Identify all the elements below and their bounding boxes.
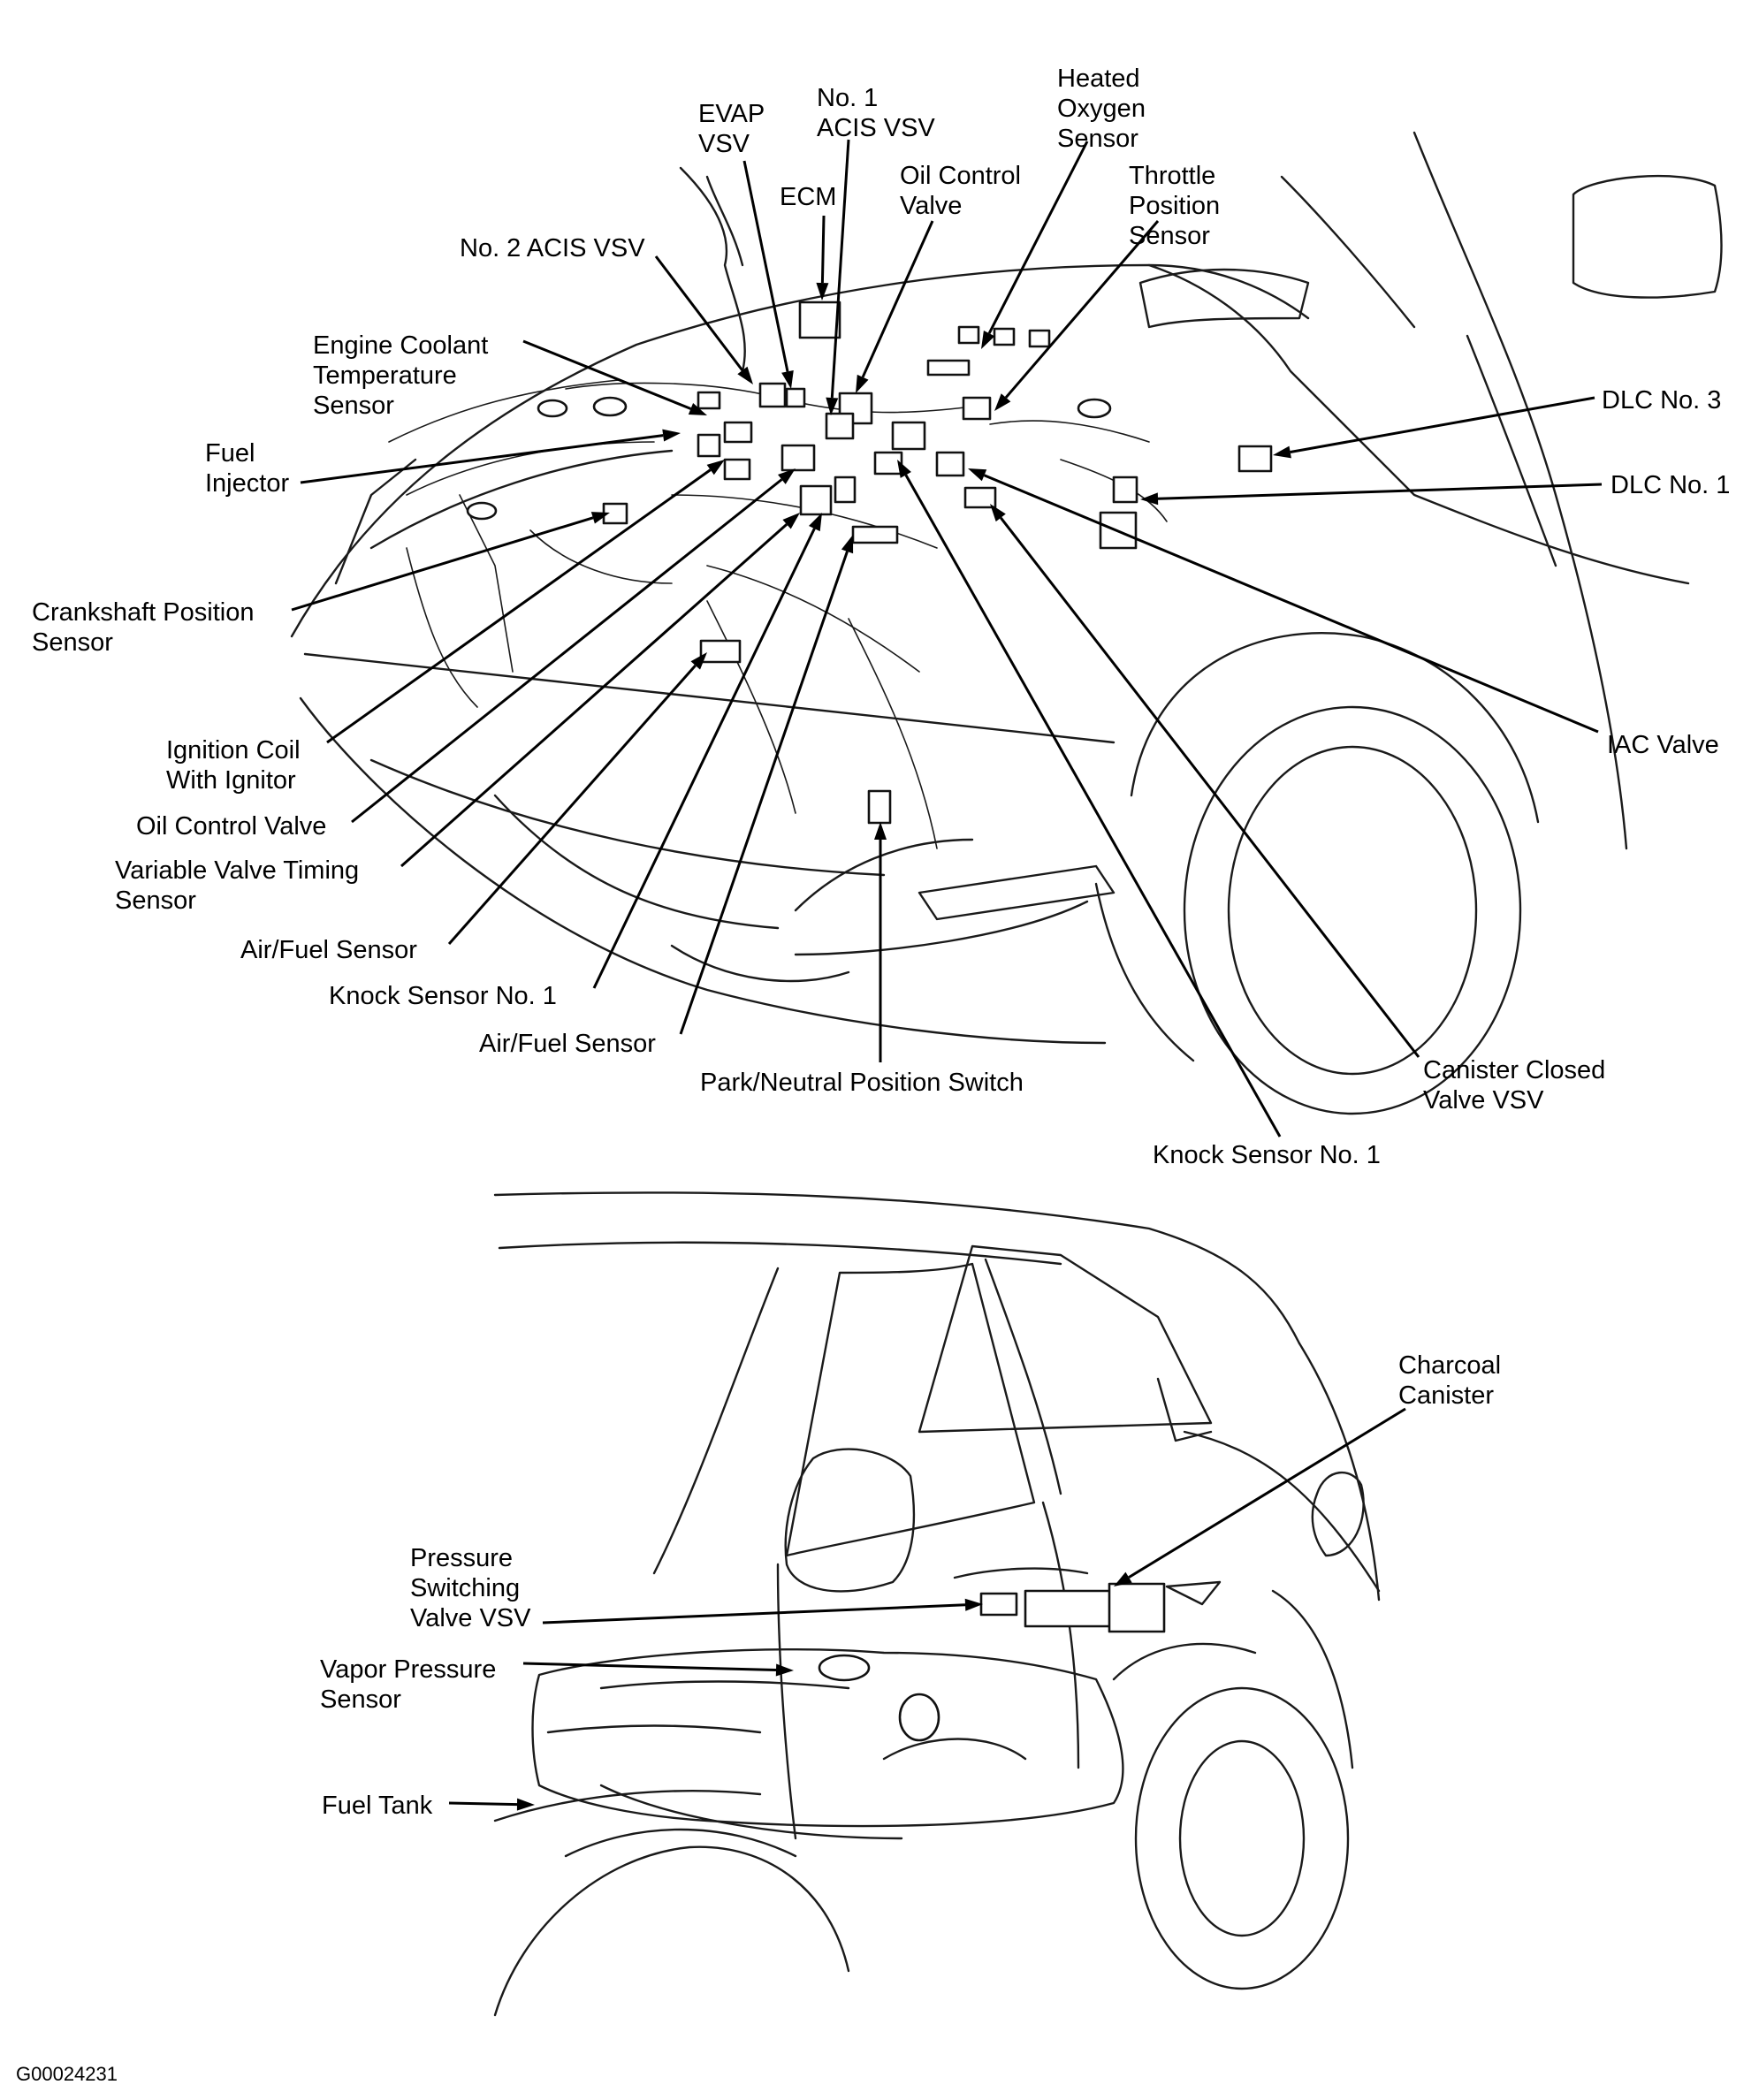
leader-crankshaft-sensor [291,512,610,612]
label-fuel-tank: Fuel Tank [322,1792,433,1820]
leader-oil-control-valve [351,468,796,824]
label-air-fuel-sensor-2: Air/Fuel Sensor [479,1030,656,1058]
leader-air-fuel-sensor-2 [679,535,854,1035]
label-canister-closed-valve: Canister Closed Valve VSV [1423,1056,1606,1115]
leader-charcoal-canister [1114,1407,1406,1586]
label-pressure-switching-valve: Pressure Switching Valve VSV [410,1544,531,1632]
label-ecm: ECM [780,183,837,211]
figure-code: G00024231 [16,2063,118,2085]
label-ignition-coil: Ignition Coil With Ignitor [166,736,301,795]
leader-knock-sensor-left [592,513,822,989]
leader-dlc3 [1273,396,1595,459]
label-fuel-injector: Fuel Injector [205,439,290,498]
label-no2-acis-vsv: No. 2 ACIS VSV [460,234,645,262]
leader-ecm [816,215,829,301]
leader-engine-coolant-sensor [522,339,707,415]
leader-no1-acis-vsv [826,139,850,415]
label-evap-vsv: EVAP VSV [698,100,765,158]
leader-knock-sensor-right [897,460,1282,1138]
label-throttle-position-sensor: Throttle Position Sensor [1129,162,1221,250]
label-oil-control-valve: Oil Control Valve [136,812,327,841]
leader-ignition-coil [326,460,725,744]
rear-vehicle-drawing [493,1191,1381,2017]
label-park-neutral-switch: Park/Neutral Position Switch [700,1069,1024,1097]
label-dlc1: DLC No. 1 [1611,471,1731,499]
leader-air-fuel-sensor-1 [447,652,707,945]
leader-dlc1 [1140,483,1603,506]
label-heated-oxygen-sensor: Heated Oxygen Sensor [1057,65,1146,153]
label-engine-coolant-temp-sensor: Engine Coolant Temperature Sensor [313,331,489,420]
label-dlc3: DLC No. 3 [1602,386,1722,415]
label-vvt-sensor: Variable Valve Timing Sensor [115,856,360,915]
leader-fuel-tank [448,1798,535,1811]
leader-evap-vsv [742,160,794,389]
leader-oil-control-valve-top [856,220,934,393]
label-air-fuel-sensor-1: Air/Fuel Sensor [240,936,417,964]
label-no1-acis-vsv: No. 1 ACIS VSV [817,84,935,142]
leader-vapor-pressure-sensor [522,1662,794,1677]
leader-throttle-position-sensor [994,220,1160,411]
label-iac-valve: IAC Valve [1607,731,1719,759]
label-oil-control-valve-top: Oil Control Valve [900,162,1021,220]
leader-pressure-switching-valve [542,1598,983,1624]
label-knock-sensor-left: Knock Sensor No. 1 [329,982,557,1010]
leader-no2-acis-vsv [654,255,753,384]
leader-fuel-injector [300,429,681,484]
front-vehicle-drawing [290,131,1723,1115]
label-vapor-pressure-sensor: Vapor Pressure Sensor [320,1655,497,1714]
label-charcoal-canister: Charcoal Canister [1398,1351,1502,1410]
leader-heated-oxygen-sensor [981,141,1089,349]
leader-park-neutral-switch [874,822,887,1062]
leader-canister-closed-valve [990,504,1420,1058]
leader-iac-valve [968,468,1599,734]
label-crankshaft-position-sensor: Crankshaft Position Sensor [32,598,255,657]
leader-vvt-sensor [400,513,800,868]
label-knock-sensor-right: Knock Sensor No. 1 [1153,1141,1381,1169]
